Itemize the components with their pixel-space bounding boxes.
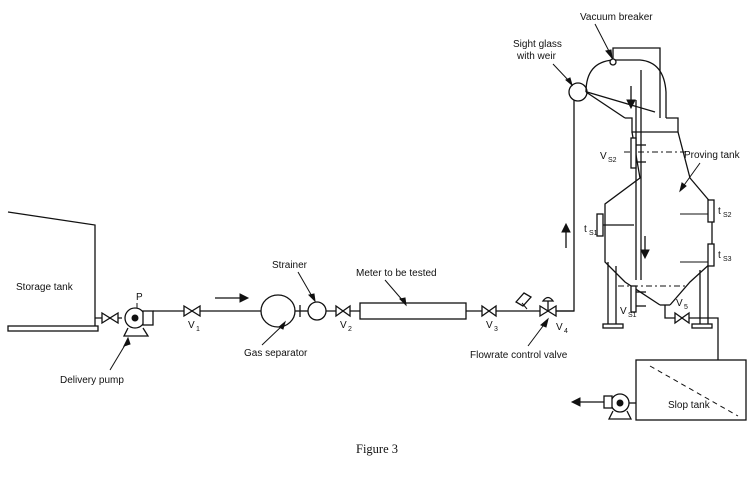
- valve-v5: [674, 311, 690, 325]
- bypass-fitting: [514, 292, 533, 307]
- thermometer-ts2: [707, 199, 715, 223]
- ts1-label: t: [584, 224, 587, 235]
- vacuum-breaker-label: Vacuum breaker: [580, 12, 653, 23]
- figure-caption: Figure 3: [356, 442, 398, 456]
- vs2-sub: S2: [608, 157, 617, 164]
- vs1-sub: S1: [628, 312, 637, 319]
- vacuum-breaker: [609, 58, 617, 66]
- meter-label: Meter to be tested: [356, 268, 437, 279]
- overflow-line: [586, 91, 656, 113]
- strainer-leader: [297, 271, 314, 299]
- delivery-pump: [122, 307, 154, 337]
- ts2-label: t: [718, 206, 721, 217]
- pump-tag-label: P: [136, 292, 143, 303]
- valve-v3-sub: 3: [494, 326, 498, 333]
- valve-v2-label: V: [340, 320, 347, 331]
- riser-pipe: [556, 95, 575, 312]
- drain-pipe: [664, 305, 719, 370]
- vs1-label: V: [620, 306, 627, 317]
- ts3-label: t: [718, 250, 721, 261]
- ts2-sub: S2: [723, 212, 732, 219]
- flowrate-control-valve-v4: [539, 296, 557, 318]
- sight-glass: [568, 82, 588, 102]
- valve-v3-label: V: [486, 320, 493, 331]
- gas-separator-leader: [261, 324, 284, 346]
- valve-v3: [481, 304, 497, 318]
- sight-gauge-vs1: [630, 285, 646, 313]
- slop-tank-level: [649, 365, 739, 417]
- gas-separator-label: Gas separator: [244, 348, 308, 359]
- ts3-sub: S3: [723, 256, 732, 263]
- discharge-arrow: [570, 397, 581, 407]
- slop-tank-label: Slop tank: [668, 400, 711, 411]
- vs2-label: V: [600, 151, 607, 162]
- sight-glass-label-line1: Sight glass: [513, 39, 562, 50]
- storage-tank-label: Storage tank: [16, 282, 74, 293]
- delivery-pump-label: Delivery pump: [60, 375, 124, 386]
- valve-v4-label: V: [556, 322, 563, 333]
- strainer: [307, 301, 327, 321]
- vacuum-breaker-leader: [594, 23, 612, 56]
- valve-v4-sub: 4: [564, 328, 568, 335]
- valve-before-pump: [101, 311, 119, 325]
- meter-to-be-tested: [359, 302, 467, 320]
- slop-pump: [603, 393, 636, 420]
- proving-tank-label: Proving tank: [684, 150, 741, 161]
- valve-v2: [335, 304, 351, 318]
- valve-v5-sub: 5: [684, 304, 688, 311]
- slop-tank: [635, 359, 747, 421]
- valve-v5-label: V: [676, 298, 683, 309]
- storage-tank: [7, 211, 99, 332]
- sight-glass-label-line2: with weir: [516, 51, 557, 62]
- valve-v1-sub: 1: [196, 326, 200, 333]
- valve-v2-sub: 2: [348, 326, 352, 333]
- valve-v1-label: V: [188, 320, 195, 331]
- thermometer-ts1: [596, 213, 634, 237]
- thermometer-ts3: [707, 243, 715, 267]
- gas-separator: [260, 294, 296, 328]
- sight-gauge-vs2: [630, 137, 646, 169]
- ts1-sub: S1: [589, 230, 598, 237]
- flowrate-control-valve-label: Flowrate control valve: [470, 350, 568, 361]
- strainer-label: Strainer: [272, 260, 308, 271]
- proving-tank-leader: [681, 162, 701, 189]
- proving-tank: [585, 47, 713, 329]
- valve-v1: [183, 304, 201, 318]
